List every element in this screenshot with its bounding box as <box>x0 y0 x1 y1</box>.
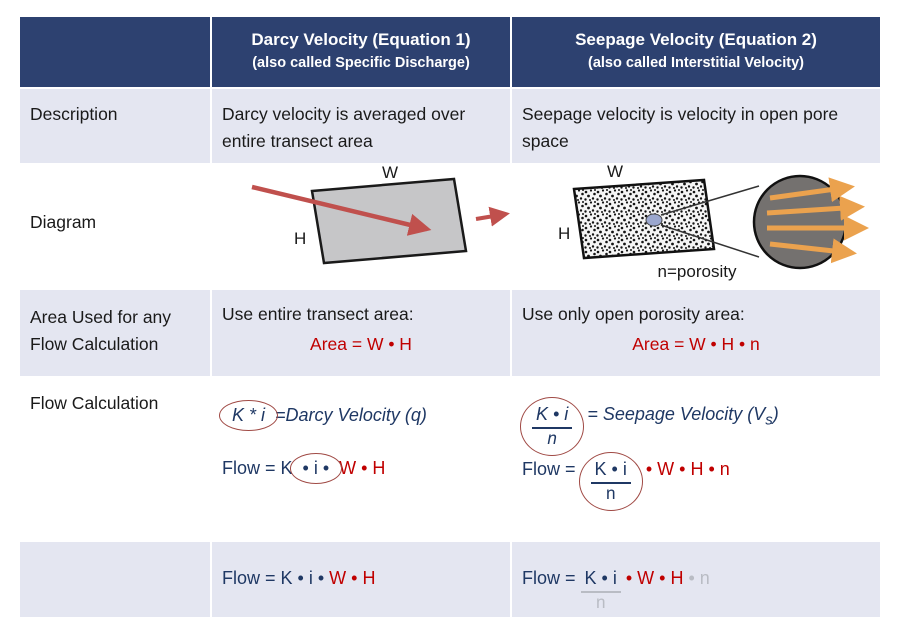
darcy-column-title: Darcy Velocity (Equation 1) <box>251 30 471 49</box>
darcy-description: Darcy velocity is averaged over entire t… <box>210 89 510 164</box>
seepage-area-text: Use only open porosity area: <box>522 304 745 325</box>
darcy-flow-formula: Flow = K• i •W • H <box>222 453 500 485</box>
fraction-denominator: n <box>595 593 606 613</box>
fraction-numerator: K • i <box>590 459 631 485</box>
seepage-column-title: Seepage Velocity (Equation 2) <box>575 30 817 49</box>
darcy-equation-text: =Darcy Velocity (q) <box>275 405 427 426</box>
circled-i: • i • <box>289 453 342 485</box>
seepage-equation-close: ) <box>772 404 779 425</box>
magnifier-line-bottom <box>660 224 760 258</box>
darcy-height-label: H <box>294 229 306 248</box>
description-row-label: Description <box>30 104 118 124</box>
seepage-equation-text: = Seepage Velocity (V <box>587 404 766 425</box>
table-header-row: Darcy Velocity (Equation 1) (also called… <box>20 15 880 87</box>
pore-space-dot <box>645 213 663 227</box>
seepage-area-formula: Area = W • H • n <box>632 334 760 355</box>
darcy-area-formula: Area = W • H <box>310 334 412 355</box>
seepage-final-pre: Flow = <box>522 568 576 589</box>
flow-row-label: Flow Calculation <box>30 393 159 414</box>
seepage-final-red: • W • H <box>625 568 684 589</box>
fraction-numerator: K • i <box>580 568 621 594</box>
final-row-label <box>20 542 210 617</box>
pore-flow-arrow-icon <box>769 238 857 264</box>
header-darcy-cell: Darcy Velocity (Equation 1) (also called… <box>210 17 510 87</box>
area-row-label: Area Used for any Flow Calculation <box>30 307 172 355</box>
darcy-flow-cell: K * i=Darcy Velocity (q) Flow = K• i •W … <box>210 378 510 541</box>
darcy-transect-diagram: W H <box>251 163 510 265</box>
magnifier-line-top <box>660 185 760 216</box>
darcy-area-text: Use entire transect area: <box>222 304 414 325</box>
darcy-area-cell: Use entire transect area: Area = W • H <box>210 290 510 377</box>
darcy-final-formula: Flow = K • i • W • H <box>222 568 500 589</box>
darcy-flow-red: W • H <box>339 458 386 479</box>
diagram-row-label: Diagram <box>30 212 97 233</box>
seepage-flow-red: • W • H • n <box>645 459 730 480</box>
seepage-column-subtitle: (also called Interstitial Velocity) <box>588 54 804 71</box>
porous-media-shape <box>572 178 716 260</box>
description-row: Description Darcy velocity is averaged o… <box>20 87 880 164</box>
fraction-numerator: K • i <box>532 404 573 430</box>
header-seepage-cell: Seepage Velocity (Equation 2) (also call… <box>510 17 880 87</box>
pore-flow-arrow-icon <box>766 196 865 222</box>
seepage-flow-pre: Flow = <box>522 459 576 480</box>
seepage-area-cell: Use only open porosity area: Area = W • … <box>510 290 880 377</box>
circled-k-i: K * i <box>218 400 279 432</box>
porosity-label: n=porosity <box>658 262 737 281</box>
header-corner-cell <box>20 17 210 87</box>
darcy-final-cell: Flow = K • i • W • H <box>210 542 510 617</box>
seepage-description: Seepage velocity is velocity in open por… <box>510 89 880 164</box>
darcy-width-label: W <box>382 165 398 182</box>
darcy-column-subtitle: (also called Specific Discharge) <box>252 54 470 71</box>
darcy-flow-arrow-icon <box>251 185 432 236</box>
fraction-denominator: n <box>605 484 616 504</box>
fraction-denominator: n <box>547 429 557 449</box>
darcy-diagram-cell: W H <box>210 163 510 289</box>
darcy-velocity-equation: K * i=Darcy Velocity (q) <box>218 400 500 432</box>
darcy-final-red: W • H <box>329 568 376 589</box>
comparison-table: Darcy Velocity (Equation 1) (also called… <box>20 15 880 617</box>
darcy-flow-pre: Flow = K <box>222 458 293 479</box>
diagram-row: Diagram W H <box>20 162 880 289</box>
seepage-width-label: W <box>607 165 623 181</box>
subscript-s: s <box>765 411 773 429</box>
seepage-diagram-cell: W H n=porosity <box>510 162 880 289</box>
seepage-final-canceled: • n <box>688 568 710 589</box>
seepage-porosity-diagram: W H n=porosity <box>558 162 869 281</box>
area-row: Area Used for any Flow Calculation Use e… <box>20 288 880 377</box>
darcy-final-pre: Flow = K • i • <box>222 568 325 589</box>
flow-exit-arrow-icon <box>475 207 510 227</box>
pore-flow-arrow-icon <box>769 177 855 203</box>
flow-calculation-row: Flow Calculation K * i=Darcy Velocity (q… <box>20 376 880 541</box>
seepage-height-label: H <box>558 224 570 243</box>
